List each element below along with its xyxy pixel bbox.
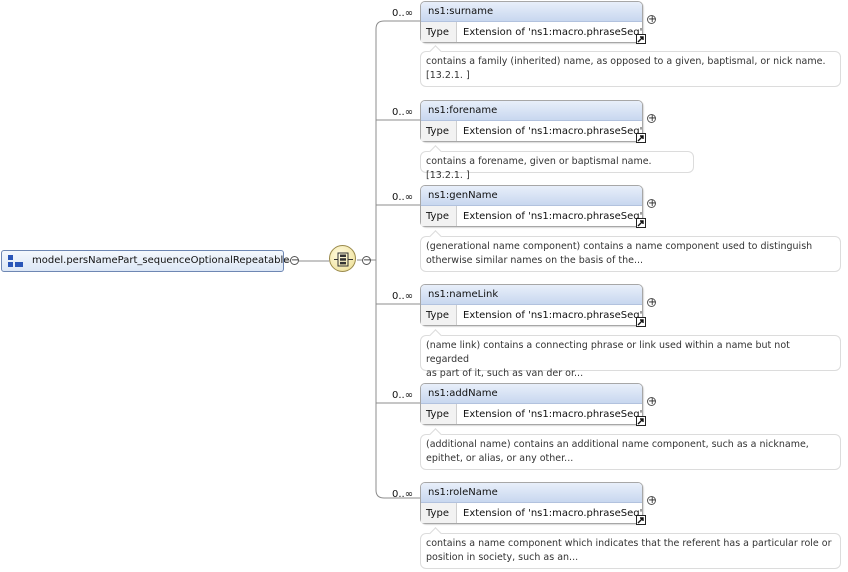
expand-element-button[interactable]: +	[647, 297, 657, 308]
type-link-icon[interactable]	[636, 515, 646, 525]
element-documentation: contains a family (inherited) name, as o…	[420, 51, 841, 87]
type-link-icon[interactable]	[636, 34, 646, 44]
type-label: Type	[426, 211, 449, 222]
type-link-icon[interactable]	[636, 218, 646, 228]
element-card-genname[interactable]: ns1:genName Type Extension of 'ns1:macro…	[420, 185, 643, 227]
type-value: Extension of 'ns1:macro.phraseSeq'	[463, 508, 643, 519]
occurrence-label: 0..∞	[392, 107, 414, 118]
occurrence-label: 0..∞	[392, 192, 414, 203]
element-card-forename[interactable]: ns1:forename Type Extension of 'ns1:macr…	[420, 100, 643, 142]
type-value: Extension of 'ns1:macro.phraseSeq'	[463, 409, 643, 420]
element-card-namelink[interactable]: ns1:nameLink Type Extension of 'ns1:macr…	[420, 284, 643, 326]
element-name: ns1:roleName	[428, 487, 498, 498]
collapse-group-toggle[interactable]: −	[290, 255, 300, 266]
occurrence-label: 0..∞	[392, 291, 414, 302]
collapse-sequence-toggle[interactable]: −	[362, 255, 372, 266]
expand-element-button[interactable]: +	[647, 396, 657, 407]
expand-element-button[interactable]: +	[647, 14, 657, 25]
type-label: Type	[426, 409, 449, 420]
type-value: Extension of 'ns1:macro.phraseSeq'	[463, 310, 643, 321]
element-documentation: contains a name component which indicate…	[420, 533, 841, 569]
type-label: Type	[426, 27, 449, 38]
occurrence-label: 0..∞	[392, 8, 414, 19]
element-name: ns1:genName	[428, 190, 498, 201]
element-name: ns1:addName	[428, 388, 498, 399]
model-group-label: model.persNamePart_sequenceOptionalRepea…	[32, 255, 290, 266]
element-documentation: (name link) contains a connecting phrase…	[420, 335, 841, 379]
model-group-icon	[8, 255, 24, 268]
type-label: Type	[426, 126, 449, 137]
element-name: ns1:forename	[428, 105, 498, 116]
occurrence-label: 0..∞	[392, 390, 414, 401]
element-documentation: contains a forename, given or baptismal …	[420, 151, 694, 181]
type-label: Type	[426, 508, 449, 519]
sequence-compositor-icon	[334, 252, 353, 267]
element-documentation: (generational name component) contains a…	[420, 236, 841, 272]
type-link-icon[interactable]	[636, 416, 646, 426]
element-documentation: (additional name) contains an additional…	[420, 434, 841, 470]
occurrence-label: 0..∞	[392, 489, 414, 500]
type-link-icon[interactable]	[636, 133, 646, 143]
model-group-box[interactable]: model.persNamePart_sequenceOptionalRepea…	[1, 250, 289, 272]
type-label: Type	[426, 310, 449, 321]
expand-element-button[interactable]: +	[647, 198, 657, 209]
expand-element-button[interactable]: +	[647, 113, 657, 124]
type-value: Extension of 'ns1:macro.phraseSeq'	[463, 211, 643, 222]
type-value: Extension of 'ns1:macro.phraseSeq'	[463, 126, 643, 137]
expand-element-button[interactable]: +	[647, 495, 657, 506]
element-card-surname[interactable]: ns1:surname Type Extension of 'ns1:macro…	[420, 1, 643, 43]
element-card-rolename[interactable]: ns1:roleName Type Extension of 'ns1:macr…	[420, 482, 643, 524]
sequence-compositor[interactable]	[329, 245, 356, 272]
element-name: ns1:surname	[428, 6, 494, 17]
type-value: Extension of 'ns1:macro.phraseSeq'	[463, 27, 643, 38]
element-name: ns1:nameLink	[428, 289, 499, 300]
type-link-icon[interactable]	[636, 317, 646, 327]
element-card-addname[interactable]: ns1:addName Type Extension of 'ns1:macro…	[420, 383, 643, 425]
